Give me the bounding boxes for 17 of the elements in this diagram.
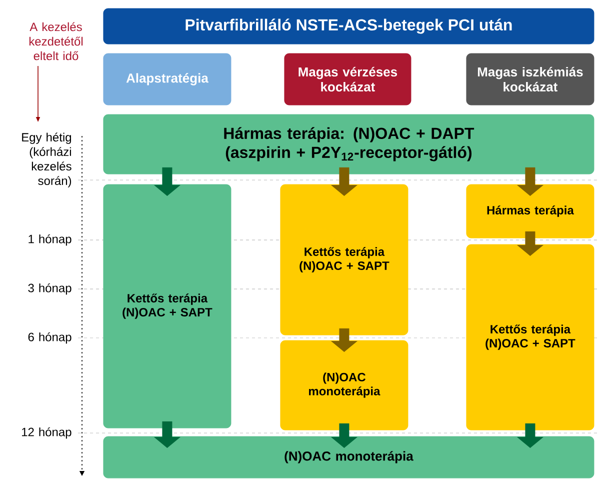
therapy-box: (N)OAC monoterápia bbox=[103, 436, 594, 478]
time-label: 6 hónap bbox=[28, 332, 72, 344]
axis-title: A kezelés kezdetétől eltelt idő bbox=[29, 22, 83, 60]
column-header: Magas vérzéses kockázat bbox=[284, 53, 412, 106]
therapy-box: Kettős terápia (N)OAC + SAPT bbox=[103, 184, 232, 428]
therapy-box: Hármas terápia: (N)OAC + DAPT (aszpirin + P2Y$_{12}$-receptor-gátló) bbox=[103, 114, 594, 174]
column-header: Alapstratégia bbox=[103, 53, 232, 106]
therapy-box: Hármas terápia bbox=[466, 184, 594, 238]
time-label: Egy hétig (kórházi kezelés során) bbox=[22, 132, 72, 188]
therapy-box: Kettős terápia (N)OAC + SAPT bbox=[280, 184, 408, 336]
time-label: 12 hónap bbox=[22, 427, 72, 439]
therapy-box: Kettős terápia (N)OAC + SAPT bbox=[466, 244, 594, 430]
time-label: 3 hónap bbox=[28, 283, 72, 295]
therapy-box: (N)OAC monoterápia bbox=[280, 340, 408, 430]
title-banner: Pitvarfibrilláló NSTE-ACS-betegek PCI után bbox=[103, 8, 594, 44]
column-header: Magas iszkémiás kockázat bbox=[466, 53, 594, 106]
time-label: 1 hónap bbox=[28, 234, 72, 246]
